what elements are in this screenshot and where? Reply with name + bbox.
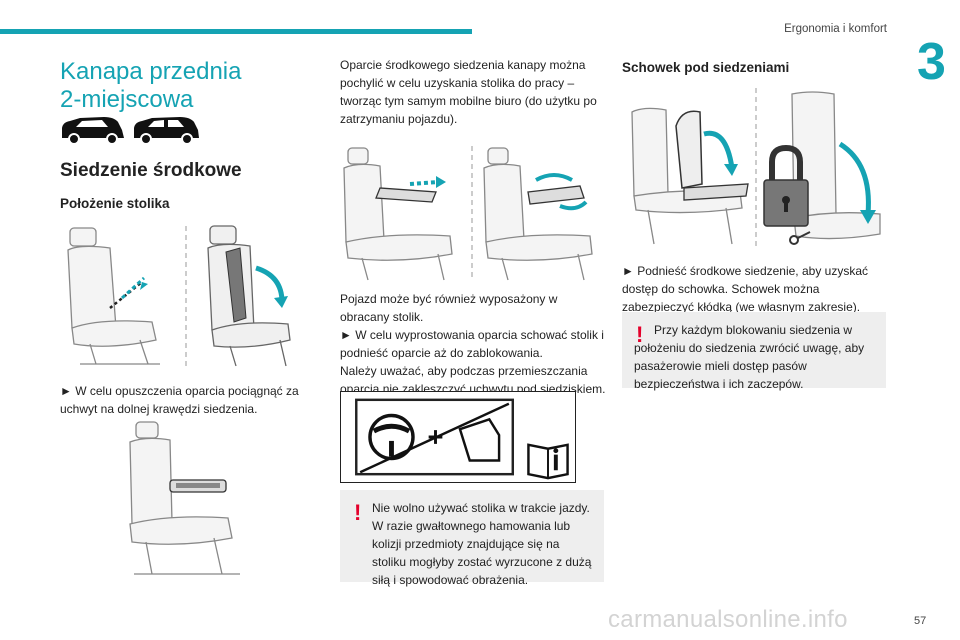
storage-compartment-illustration bbox=[622, 84, 886, 254]
watermark: carmanualsonline.info bbox=[608, 606, 848, 633]
exclamation-icon: ! bbox=[354, 500, 362, 525]
header-accent-bar bbox=[0, 29, 472, 34]
table-warning-box: ! Nie wolno używać stolika w trakcie jaz… bbox=[340, 490, 604, 587]
table-rotation-illustration bbox=[340, 140, 602, 285]
page-title: Kanapa przednia 2-miejscowa bbox=[60, 58, 300, 113]
page-title-line2: 2-miejscowa bbox=[60, 85, 194, 113]
seat-lock-warning-rest: położeniu do siedzenia zwrócić uwagę, ab… bbox=[634, 341, 865, 391]
exclamation-icon: ! bbox=[636, 322, 644, 347]
van-icons-svg bbox=[62, 117, 199, 145]
seat-lock-warning-first-line: Przy każdym blokowaniu siedzenia w bbox=[654, 323, 853, 337]
subsection-heading-table-position: Położenie stolika bbox=[60, 196, 170, 211]
vehicle-icons bbox=[60, 112, 200, 146]
table-warning-first-line: Nie wolno używać stolika w trakcie jazdy… bbox=[372, 501, 590, 515]
no-driving-symbol bbox=[355, 398, 515, 476]
page-title-line1: Kanapa przednia bbox=[60, 58, 242, 85]
rotating-table-line1: Pojazd może być również wyposażony w obr… bbox=[340, 292, 558, 324]
running-title: Ergonomia i komfort bbox=[784, 23, 887, 35]
rotating-table-line2: ► W celu wyprostowania oparcia schować s… bbox=[340, 328, 604, 360]
seat-table-illustration bbox=[110, 418, 255, 580]
van-icon bbox=[62, 117, 124, 145]
storage-instruction: ► Podnieść środkowe siedzenie, aby uzysk… bbox=[622, 264, 868, 314]
info-book-icon bbox=[527, 443, 569, 480]
table-warning-rest: W razie gwałtownego hamowania lub kolizj… bbox=[372, 519, 592, 587]
intro-paragraph: Oparcie środkowego siedzenia kanapy możn… bbox=[340, 58, 597, 126]
padlock-icon bbox=[763, 144, 809, 227]
seat-lock-warning-box: ! Przy każdym blokowaniu siedzenia w poł… bbox=[622, 312, 886, 391]
page-number: 57 bbox=[914, 615, 927, 627]
instruction-fold-backrest: ► W celu opuszczenia oparcia pociągnąć z… bbox=[60, 384, 299, 416]
subsection-heading-storage: Schowek pod siedzeniami bbox=[622, 60, 790, 75]
rotating-table-paragraph: Pojazd może być również wyposażony w obr… bbox=[340, 290, 606, 398]
chapter-number: 3 bbox=[917, 33, 946, 91]
section-heading: Siedzenie środkowe bbox=[60, 160, 242, 181]
key-icon bbox=[789, 231, 811, 245]
no-driving-with-table-sign bbox=[340, 391, 576, 483]
van-icon bbox=[134, 117, 199, 145]
seat-fold-illustration bbox=[60, 218, 295, 373]
